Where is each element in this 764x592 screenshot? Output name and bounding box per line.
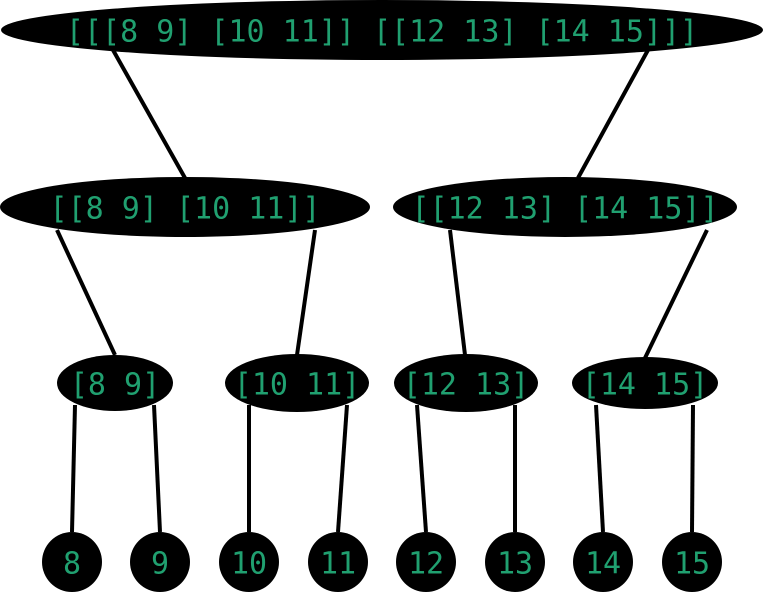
edge-l2a-n9 [152,404,162,533]
node-shape [130,532,190,592]
node-label: 13 [497,547,533,582]
node-label: [12 13] [403,368,529,403]
node-shape [573,532,633,592]
node-shape [572,357,718,409]
node-shape [394,354,538,412]
node-shape [662,532,722,592]
tree-node-l2c: [12 13] [394,354,538,412]
edge-l1b-l2c [448,229,467,356]
tree-node-l2b: [10 11] [225,354,369,412]
node-label: [10 11] [234,368,360,403]
edge-root-l1a [111,49,187,179]
node-label: [8 9] [70,368,160,403]
edge-root-l1b [576,49,650,179]
tree-node-n14: 14 [573,532,633,592]
edge-l2b-n11 [336,404,349,533]
node-label: 15 [674,547,710,582]
node-label: 9 [151,547,169,582]
node-shape [0,177,370,237]
edge-l1a-l2b [295,229,317,356]
edge-l2a-n8 [70,404,77,533]
node-label: [[12 13] [14 15]] [411,192,718,227]
node-shape [393,177,737,237]
node-label: 12 [408,547,444,582]
node-shape [219,532,279,592]
node-shape [485,532,545,592]
node-shape [308,532,368,592]
tree-node-n15: 15 [662,532,722,592]
edge-l2d-n15 [690,404,695,533]
tree-node-n13: 13 [485,532,545,592]
tree-node-n10: 10 [219,532,279,592]
node-shape [1,0,763,60]
edge-l2c-n12 [415,404,428,533]
tree-node-l1b: [[12 13] [14 15]] [393,177,737,237]
node-shape [57,355,173,411]
node-label: 10 [231,547,267,582]
edge-l1a-l2a [55,229,117,356]
tree-node-n9: 9 [130,532,190,592]
tree-node-l1a: [[8 9] [10 11]] [0,177,370,237]
edge-l2d-n14 [594,404,605,533]
node-label: [[[8 9] [10 11]] [[12 13] [14 15]]] [66,15,698,50]
tree-node-n12: 12 [396,532,456,592]
tree-node-l2d: [14 15] [572,357,718,409]
node-label: [14 15] [582,368,708,403]
node-shape [42,532,102,592]
node-label: [[8 9] [10 11]] [50,192,321,227]
edge-l1b-l2d [643,229,709,359]
node-label: 8 [63,547,81,582]
node-shape [225,354,369,412]
node-label: 11 [320,547,356,582]
tree-node-n8: 8 [42,532,102,592]
tree-node-n11: 11 [308,532,368,592]
tree-node-l2a: [8 9] [57,355,173,411]
tree-node-root: [[[8 9] [10 11]] [[12 13] [14 15]]] [1,0,763,60]
node-shape [396,532,456,592]
node-label: 14 [585,547,621,582]
